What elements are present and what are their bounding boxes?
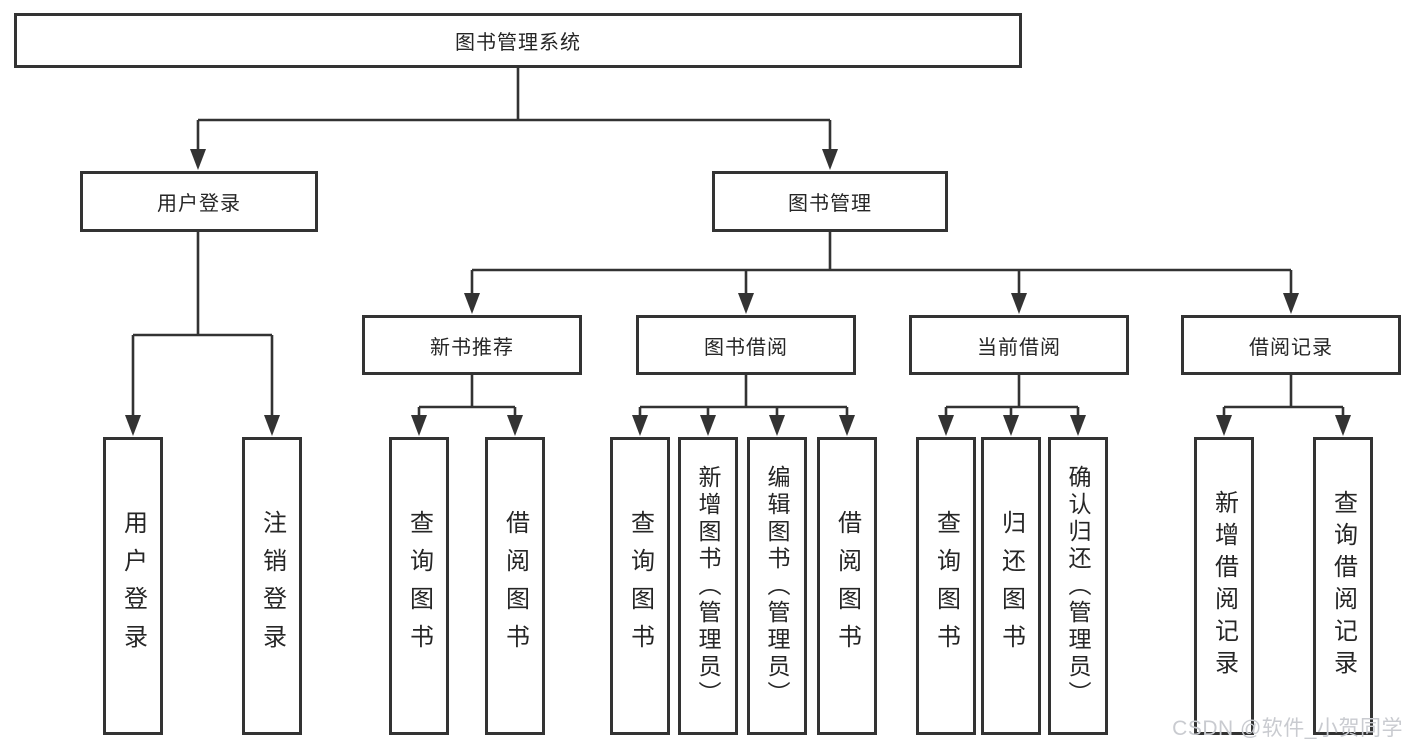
leaf-cb-confirm-return-admin: 确认归还（管理员） <box>1048 437 1108 735</box>
leaf-br-add-record: 新增借阅记录 <box>1194 437 1254 735</box>
leaf-bb-borrow-books: 借阅图书 <box>817 437 877 735</box>
leaf-nbr-query-books: 查询图书 <box>389 437 449 735</box>
leaf-user-login: 用户登录 <box>103 437 163 735</box>
leaf-cb-query-books: 查询图书 <box>916 437 976 735</box>
leaf-bb-query-books: 查询图书 <box>610 437 670 735</box>
watermark: CSDN @软件_小贺同学 <box>1172 717 1403 740</box>
leaf-br-query-record: 查询借阅记录 <box>1313 437 1373 735</box>
leaf-nbr-borrow-books: 借阅图书 <box>485 437 545 735</box>
node-user-login: 用户登录 <box>80 171 318 232</box>
leaf-logout: 注销登录 <box>242 437 302 735</box>
node-book-management: 图书管理 <box>712 171 948 232</box>
leaf-bb-edit-books-admin: 编辑图书（管理员） <box>747 437 807 735</box>
node-new-book-recommend: 新书推荐 <box>362 315 582 375</box>
node-book-borrowing: 图书借阅 <box>636 315 856 375</box>
leaf-bb-add-books-admin: 新增图书（管理员） <box>678 437 738 735</box>
node-system-root: 图书管理系统 <box>14 13 1022 68</box>
leaf-cb-return-books: 归还图书 <box>981 437 1041 735</box>
node-borrow-records: 借阅记录 <box>1181 315 1401 375</box>
node-current-borrowing: 当前借阅 <box>909 315 1129 375</box>
